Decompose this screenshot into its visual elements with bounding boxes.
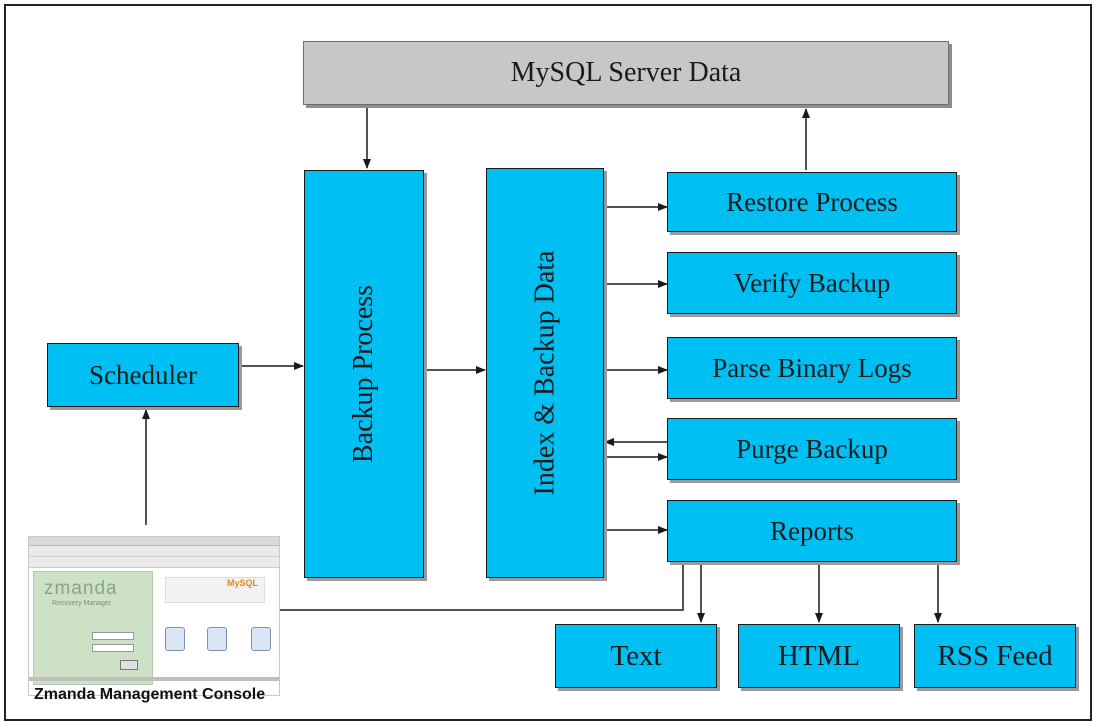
line-reports-to-console — [280, 562, 684, 611]
mysql-server-data-label: MySQL Server Data — [510, 57, 742, 88]
mysql-logo: MySQL — [165, 577, 265, 603]
console-icon-row — [153, 617, 279, 677]
html-output-node: HTML — [738, 624, 900, 688]
scheduler-label: Scheduler — [89, 359, 197, 390]
text-output-node: Text — [555, 624, 717, 688]
status-strip — [29, 677, 279, 681]
reports-node: Reports — [667, 500, 957, 562]
document-icon — [207, 627, 227, 651]
parse-binary-logs-label: Parse Binary Logs — [712, 352, 912, 383]
tools-icon — [251, 627, 271, 651]
scheduler-node: Scheduler — [47, 343, 239, 407]
zmanda-logo: zmanda — [44, 578, 118, 599]
backup-process-node: Backup Process — [304, 170, 424, 578]
login-pane: zmanda Recovery Manager — [33, 571, 153, 685]
index-backup-data-node: Index & Backup Data — [486, 168, 604, 578]
console-caption: Zmanda Management Console — [34, 686, 266, 703]
text-output-label: Text — [610, 639, 662, 672]
restore-process-label: Restore Process — [726, 186, 898, 217]
password-field — [92, 644, 134, 652]
reports-label: Reports — [770, 515, 854, 546]
verify-backup-label: Verify Backup — [733, 267, 891, 298]
restore-process-node: Restore Process — [667, 172, 957, 232]
verify-backup-node: Verify Backup — [667, 252, 957, 314]
menu-bar — [29, 546, 279, 557]
diagram-frame — [4, 4, 1092, 721]
backup-process-label: Backup Process — [348, 284, 380, 464]
html-output-label: HTML — [777, 639, 861, 672]
username-field — [92, 632, 134, 640]
purge-backup-label: Purge Backup — [736, 433, 888, 464]
login-button — [120, 660, 138, 670]
console-screenshot-thumbnail: zmanda Recovery Manager MySQL — [28, 536, 280, 696]
index-backup-data-label: Index & Backup Data — [529, 250, 561, 496]
rss-feed-output-node: RSS Feed — [914, 624, 1076, 688]
tool-bar — [29, 557, 279, 568]
rss-feed-output-label: RSS Feed — [937, 639, 1053, 672]
lightbulb-icon — [165, 627, 185, 651]
mysql-server-data-node: MySQL Server Data — [303, 41, 949, 105]
zmanda-subtitle: Recovery Manager — [52, 600, 112, 607]
parse-binary-logs-node: Parse Binary Logs — [667, 337, 957, 399]
window-titlebar — [29, 537, 279, 546]
purge-backup-node: Purge Backup — [667, 418, 957, 480]
